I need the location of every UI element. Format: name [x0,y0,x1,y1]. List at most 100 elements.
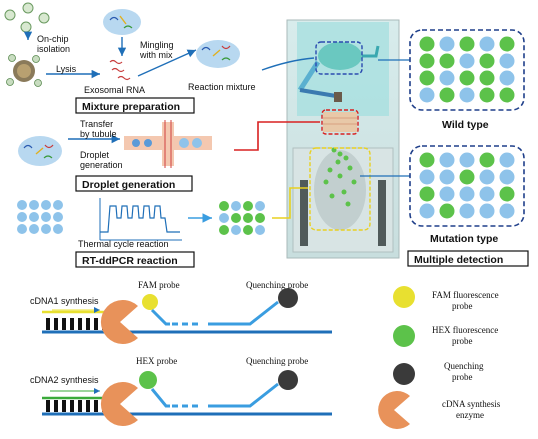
mixture-preparation-box [75,97,195,114]
legend-hex-label-1: HEX fluorescence [432,325,498,335]
thermal-cycle-graph [99,198,182,241]
connector-yellow [272,187,308,219]
mix-ellipse-top [103,9,141,35]
droplet-blue [419,87,435,103]
droplet-green [459,169,475,185]
droplet-green [419,36,435,52]
droplet-blue [419,203,435,219]
reaction-mixture-label: Reaction mixture [188,82,256,92]
mixture-preparation-title: Mixture preparation [82,101,180,113]
template-ticks-2 [46,400,106,412]
droplet-generation-box [75,175,193,192]
droplet-blue [459,203,475,219]
droplet-green [439,203,455,219]
exosome-cluster [4,2,50,33]
microfluidic-chip [286,19,400,259]
droplet-green [499,36,515,52]
droplet-green [419,70,435,86]
droplet-blue [459,152,475,168]
wild-type-grid [419,36,515,103]
enzyme-1 [100,299,138,344]
legend-enzyme-label-2: enzyme [456,410,484,420]
droplet-blue [479,186,495,202]
legend-fam-label-2: probe [452,301,473,311]
legend-hex-icon [393,325,415,347]
cross-junction [124,120,212,168]
droplet-blue [499,53,515,69]
droplet-green [479,152,495,168]
droplet-green [499,186,515,202]
hex-probe-label: HEX probe [136,356,177,366]
droplet-grid-input [17,200,63,234]
droplet-green [439,87,455,103]
chip-zone-mixing [315,41,363,75]
droplet-blue [479,203,495,219]
rt-ddpcr-box [75,251,195,268]
connector-blue [261,57,315,71]
droplet-blue [439,186,455,202]
mutation-type-label: Mutation type [430,233,498,245]
rt-ddpcr-title: RT-ddPCR reaction [82,255,178,267]
droplet-generation-title: Droplet generation [82,179,175,191]
cdna2-label: cDNA2 synthesis [30,375,99,385]
hex-probe-ball [139,371,157,389]
exosomal-rna-label: Exosomal RNA [84,85,145,95]
legend-quench-label-2: probe [452,372,473,382]
droplet-green [459,36,475,52]
droplet-green [419,152,435,168]
quench-probe-strand-2 [208,382,279,408]
multiple-detection-box [407,250,529,267]
droplet-green [419,186,435,202]
quenching-probe-label-2: Quenching probe [246,356,308,366]
chip-zone-droplet [321,109,359,135]
droplet-blue [439,169,455,185]
droplet-blue [439,152,455,168]
enzyme-2 [100,381,138,426]
thermal-cycle-label: Thermal cycle reaction [78,239,169,249]
droplet-blue [439,36,455,52]
droplet-blue [479,169,495,185]
mingling-label-1: Mingling [140,40,174,50]
quenching-probe-ball-1 [278,288,298,308]
legend-quench-label-1: Quenching [444,361,484,371]
connector-red [234,121,320,151]
legend-fam-label-1: FAM fluorescence [432,290,499,300]
droplet-grid-output [219,201,265,235]
chip-zone-pcr [309,147,371,231]
droplet-blue [439,70,455,86]
rna-squiggles [109,59,131,81]
droplet-blue [419,169,435,185]
cdna1-label: cDNA1 synthesis [30,296,99,306]
droplet-green [479,70,495,86]
droplet-mix-ellipse [18,136,62,166]
arrow-mingling [137,49,197,77]
droplet-blue [459,53,475,69]
transfer-label-1: Transfer [80,119,113,129]
droplet-blue [479,36,495,52]
bead-exosome-complex [6,54,42,87]
fam-probe-label: FAM probe [138,280,180,290]
quenching-probe-ball-2 [278,370,298,390]
legend-fam-icon [393,286,415,308]
droplet-blue [499,152,515,168]
on-chip-label-1: On-chip [37,34,69,44]
droplet-green [439,53,455,69]
mutation-type-grid [419,152,515,219]
droplet-green [459,70,475,86]
droplet-label-1: Droplet [80,150,110,160]
wild-type-label: Wild type [442,119,489,131]
droplet-green [479,53,495,69]
quench-probe-strand-1 [208,300,279,326]
template-ticks-1 [46,318,106,330]
droplet-blue [459,87,475,103]
on-chip-label-2: isolation [37,44,70,54]
droplet-blue [499,169,515,185]
mutation-type-panel [409,145,525,227]
droplet-label-2: generation [80,160,123,170]
legend-enzyme-icon [378,391,410,430]
legend-hex-label-2: probe [452,336,473,346]
lysis-label: Lysis [56,64,77,74]
multiple-detection-title: Multiple detection [414,254,503,266]
legend-quench-icon [393,363,415,385]
